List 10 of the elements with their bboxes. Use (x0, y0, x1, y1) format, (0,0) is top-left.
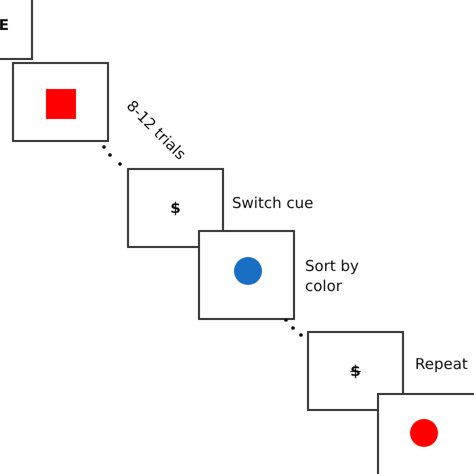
step-label: Switch cue (232, 193, 314, 214)
step-label: Sort by color (305, 256, 360, 296)
cue-symbol: $ (170, 199, 181, 217)
frame-box (198, 230, 295, 320)
stimulus-box (127, 168, 224, 248)
stimulus-box (307, 331, 404, 411)
frame-box (377, 393, 474, 474)
crossed-cue-symbol: $ (350, 362, 361, 380)
cue-letter: E (0, 16, 9, 34)
step-label: Repeat (415, 354, 468, 374)
